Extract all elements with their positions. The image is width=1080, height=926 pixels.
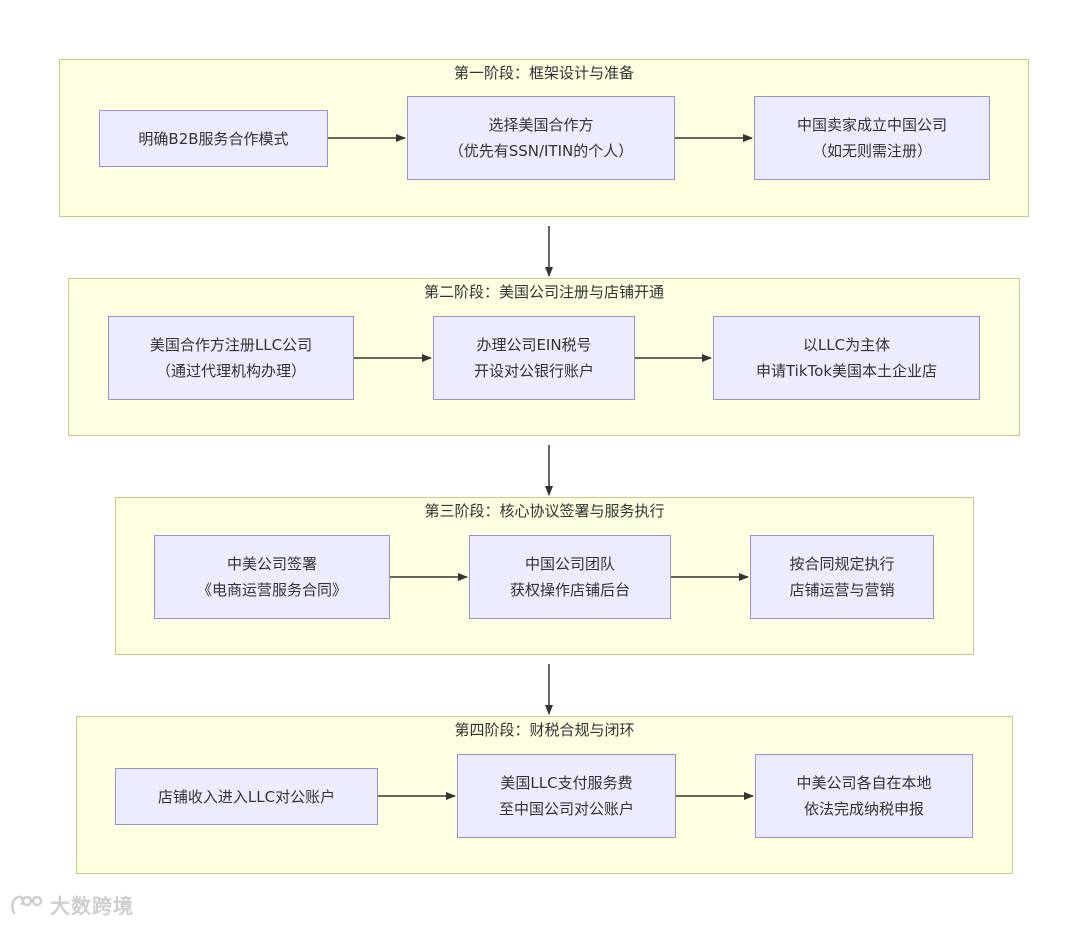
stage-3-title: 第三阶段：核心协议签署与服务执行	[424, 502, 665, 520]
node-3-1: 中美公司签署 《电商运营服务合同》	[154, 535, 390, 619]
stage-2-title: 第二阶段：美国公司注册与店铺开通	[424, 283, 664, 301]
node-4-3: 中美公司各自在本地 依法完成纳税申报	[755, 754, 973, 838]
node-4-1: 店铺收入进入LLC对公账户	[115, 768, 378, 825]
watermark-logo-icon	[11, 895, 43, 914]
node-2-3: 以LLC为主体 申请TikTok美国本土企业店	[713, 316, 980, 400]
stage-1-title: 第一阶段：框架设计与准备	[453, 64, 634, 82]
stage-4-title: 第四阶段：财税合规与闭环	[454, 721, 635, 739]
node-3-2: 中国公司团队 获权操作店铺后台	[469, 535, 671, 619]
node-2-2: 办理公司EIN税号 开设对公银行账户	[433, 316, 635, 400]
watermark: 大数跨境	[10, 890, 134, 919]
watermark-text: 大数跨境	[50, 894, 134, 918]
node-1-1: 明确B2B服务合作模式	[99, 110, 328, 167]
node-1-3: 中国卖家成立中国公司 （如无则需注册）	[754, 96, 990, 180]
node-4-2: 美国LLC支付服务费 至中国公司对公账户	[457, 754, 676, 838]
node-2-1: 美国合作方注册LLC公司 （通过代理机构办理）	[108, 316, 354, 400]
node-1-2: 选择美国合作方 （优先有SSN/ITIN的个人）	[407, 96, 675, 180]
node-3-3: 按合同规定执行 店铺运营与营销	[750, 535, 934, 619]
